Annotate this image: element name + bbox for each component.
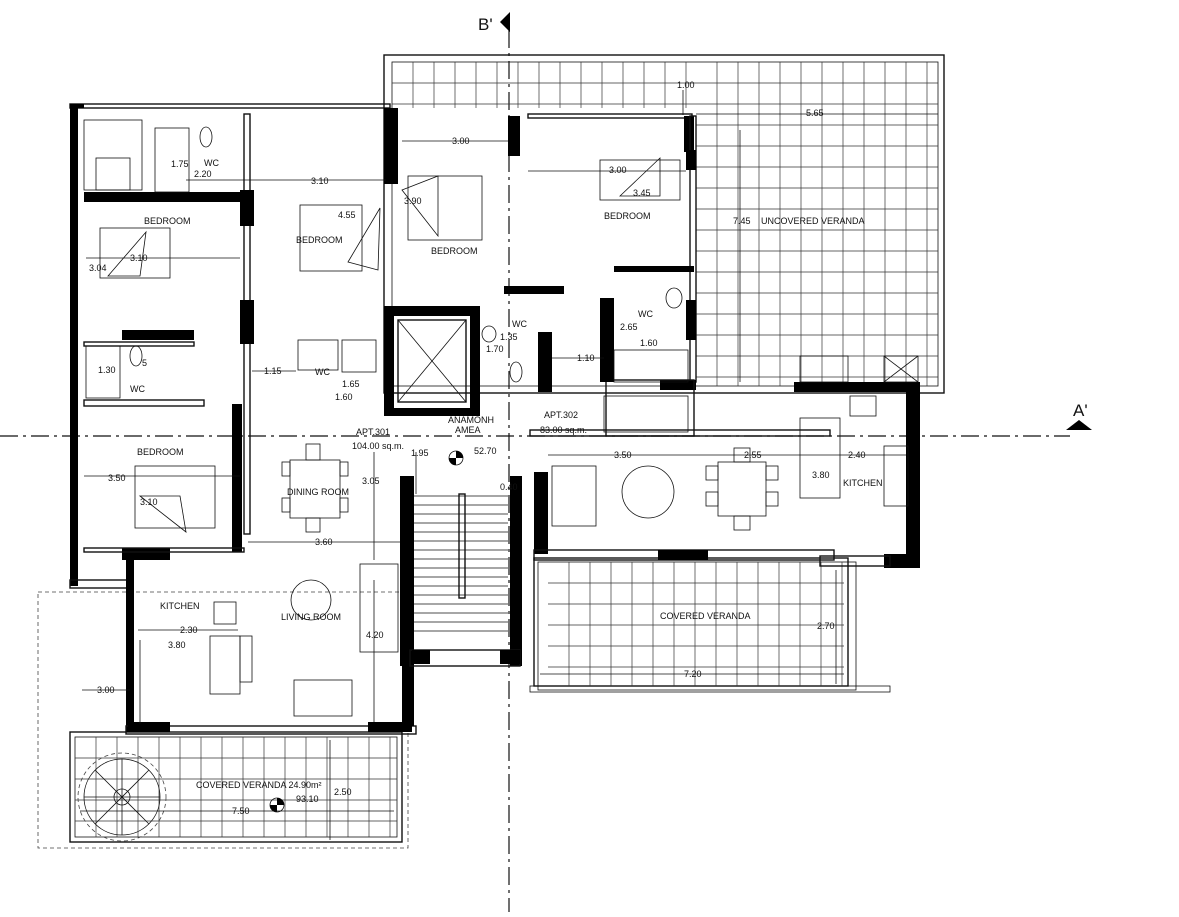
dim-3-80-left: 3.80 — [168, 640, 186, 650]
dim-2-50: 2.50 — [334, 787, 352, 797]
dim-2-30: 2.30 — [180, 625, 198, 635]
dim-3-00-center: 3.00 — [452, 136, 470, 146]
walls — [69, 103, 920, 735]
dim-1-70: 1.70 — [486, 344, 504, 354]
dim-1-95: 1.95 — [411, 448, 429, 458]
room-label-wc-stair: WC — [512, 319, 527, 329]
dim-3-10-top: 3.10 — [311, 176, 329, 186]
dim-2-70: 2.70 — [817, 621, 835, 631]
lobby-label-line1: ANAMONH — [448, 415, 494, 425]
dim-3-90: 3.90 — [404, 196, 422, 206]
room-label-living-room: LIVING ROOM — [281, 612, 341, 622]
furniture — [83, 119, 919, 717]
level-veranda: 93.10 — [296, 794, 319, 804]
section-marker-b-arrow — [500, 12, 510, 32]
section-marker-b: B' — [478, 15, 493, 34]
room-label-wc-top-left: WC — [204, 158, 219, 168]
dim-1-30: 1.30 — [98, 365, 116, 375]
room-label-wc-mid-left: WC — [130, 384, 145, 394]
dim-1-65: 1.65 — [342, 379, 360, 389]
dim-2-20: 2.20 — [194, 169, 212, 179]
dim-7-45: 7.45 — [733, 216, 751, 226]
dim-3-00-right: 3.00 — [609, 165, 627, 175]
lobby-label-line2: AMEA — [455, 425, 481, 435]
dim-3-10-bottom: 3.10 — [140, 497, 158, 507]
dim-3-05: 3.05 — [362, 476, 380, 486]
room-label-kitchen-left: KITCHEN — [160, 601, 200, 611]
dim-7-50: 7.50 — [232, 806, 250, 816]
covered-veranda-right-area — [529, 557, 891, 693]
dim-1-75: 1.75 — [171, 159, 189, 169]
apt-302-name: APT.302 — [544, 410, 578, 420]
room-label-dining-room: DINING ROOM — [287, 487, 349, 497]
room-label-bedroom-top-left: BEDROOM — [144, 216, 191, 226]
dim-4-20: 4.20 — [366, 630, 384, 640]
main-stair — [414, 493, 508, 632]
uncovered-veranda-area — [383, 54, 945, 394]
dim-1-00-top: 1.00 — [677, 80, 695, 90]
dim-1-10: 1.10 — [577, 353, 595, 363]
section-marker-a: A' — [1073, 401, 1088, 420]
dim-1-35: 1.35 — [500, 332, 518, 342]
dim-3-80-right: 3.80 — [812, 470, 830, 480]
room-label-wc-right: WC — [638, 309, 653, 319]
dim-7-20: 7.20 — [684, 669, 702, 679]
covered-veranda-bottom-area — [37, 591, 409, 849]
dim-3-50-left: 3.50 — [108, 473, 126, 483]
stair-well — [458, 493, 466, 599]
section-marker-a-arrow — [1066, 420, 1092, 430]
apt-302-area: 83.00 sq.m. — [540, 425, 587, 435]
room-label-bedroom-center-left: BEDROOM — [296, 235, 343, 245]
room-label-bedroom-right: BEDROOM — [604, 211, 651, 221]
dimension-lines — [80, 90, 938, 840]
dim-2-40: 2.40 — [848, 450, 866, 460]
level-marker-lobby — [448, 450, 464, 466]
dim-3-60: 3.60 — [315, 537, 333, 547]
dim-1-15: 1.15 — [264, 366, 282, 376]
dim-3-45: 3.45 — [633, 188, 651, 198]
lift-shaft — [397, 319, 467, 403]
dim-1-60-center: 1.60 — [335, 392, 353, 402]
dim-3-00-left: 3.00 — [97, 685, 115, 695]
room-label-bedroom-bottom-left: BEDROOM — [137, 447, 184, 457]
dim-3-10-bed: 3.10 — [130, 253, 148, 263]
dim-4-55: 4.55 — [338, 210, 356, 220]
dim-1-60-right: 1.60 — [640, 338, 658, 348]
dim-5-65: 5.65 — [806, 108, 824, 118]
dim-x5: 5 — [142, 358, 147, 368]
apt-301-area: 104.00 sq.m. — [352, 441, 404, 451]
dim-2-65: 2.65 — [620, 322, 638, 332]
apt-301-name: APT.301 — [356, 427, 390, 437]
dim-3-50-right: 3.50 — [614, 450, 632, 460]
room-label-wc-center: WC — [315, 367, 330, 377]
room-label-kitchen-right: KITCHEN — [843, 478, 883, 488]
room-label-uncovered-veranda: UNCOVERED VERANDA — [761, 216, 865, 226]
dim-3-04: 3.04 — [89, 263, 107, 273]
room-label-bedroom-center: BEDROOM — [431, 246, 478, 256]
level-lobby: 52.70 — [474, 446, 497, 456]
dim-0-40: 0.40 — [500, 482, 518, 492]
room-label-covered-veranda-bottom: COVERED VERANDA 24.90m² — [196, 780, 322, 790]
level-marker-veranda — [269, 797, 285, 813]
room-label-covered-veranda-right: COVERED VERANDA — [660, 611, 751, 621]
dim-2-55: 2.55 — [744, 450, 762, 460]
spiral-stair — [77, 752, 167, 842]
